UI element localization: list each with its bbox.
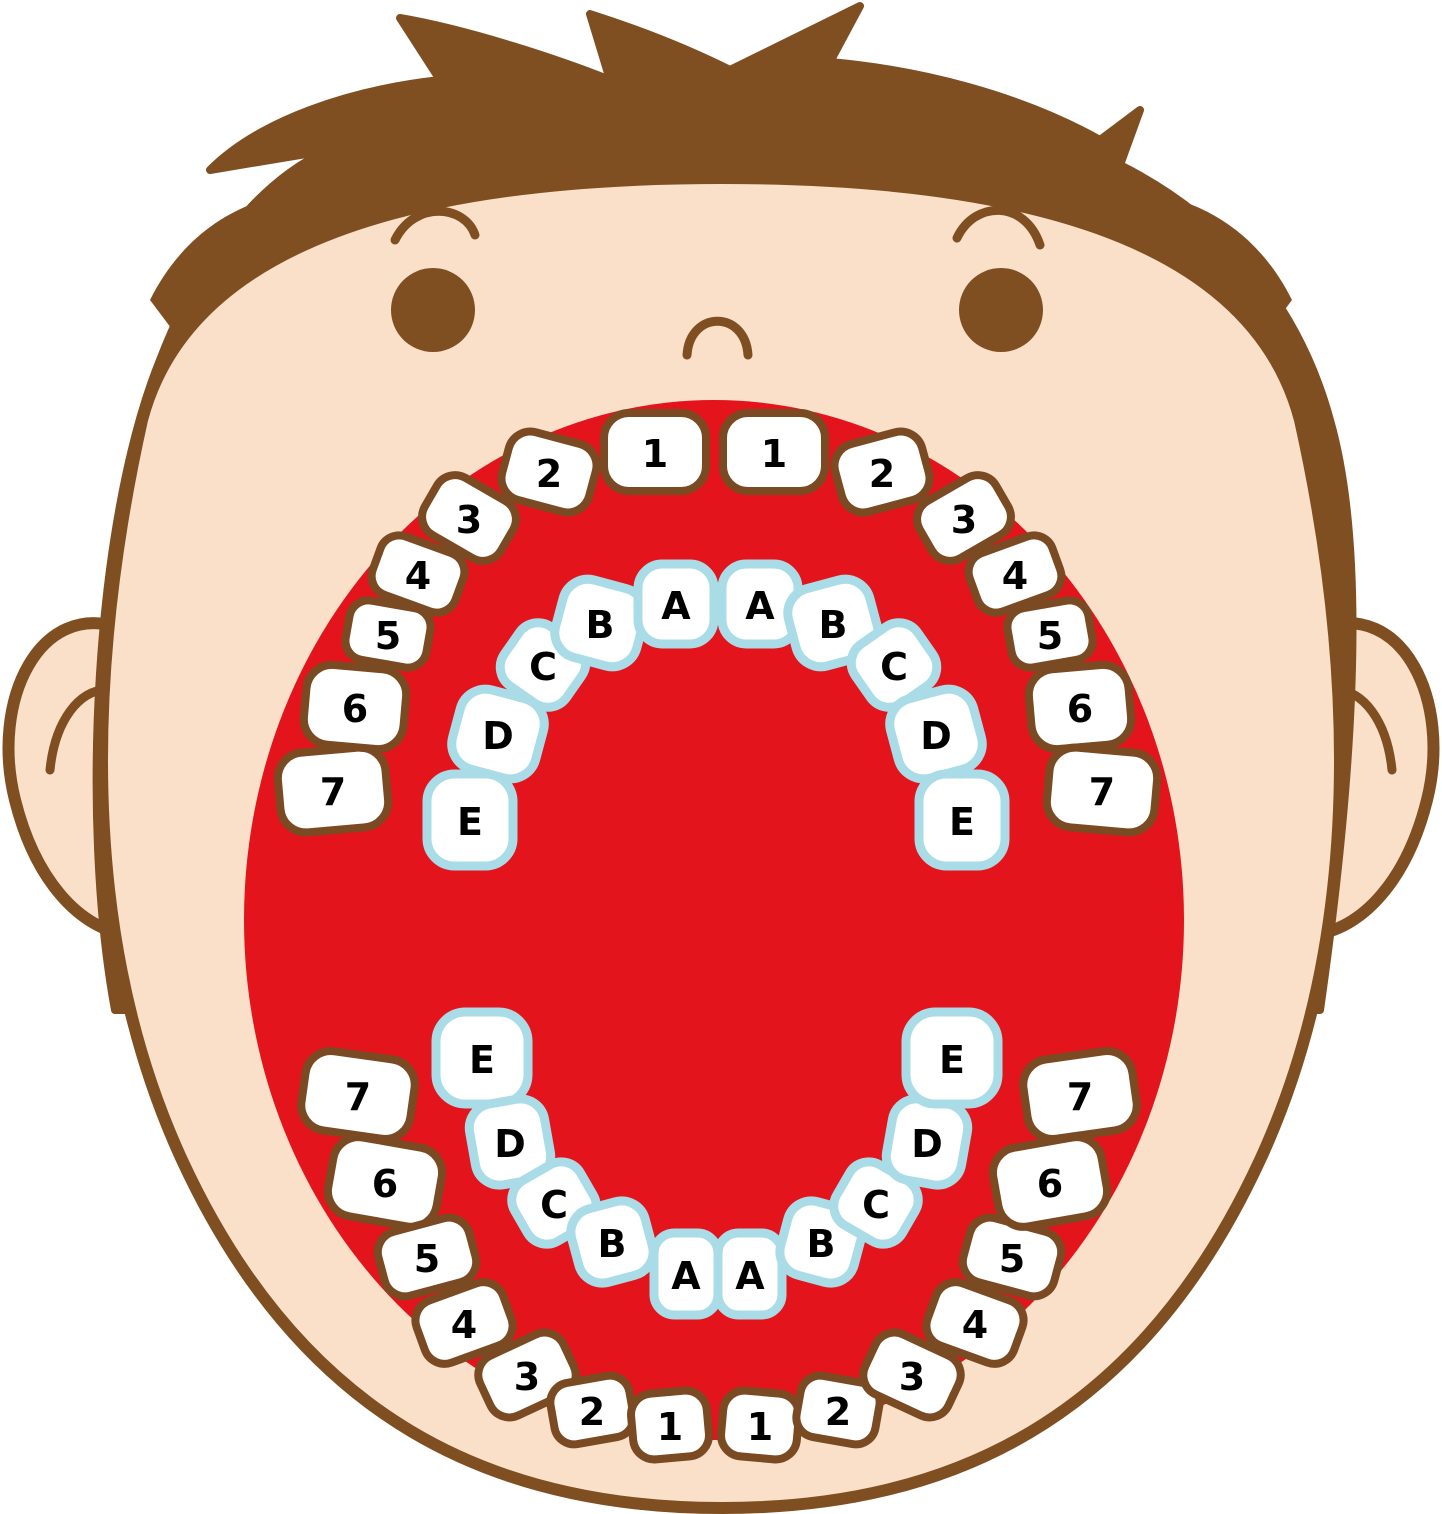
- tooth-label: B: [807, 1222, 836, 1266]
- tooth-label: 4: [451, 1303, 477, 1347]
- tooth-label: 7: [345, 1075, 371, 1119]
- permanent-tooth-upper-right-5[interactable]: 5: [1004, 597, 1095, 670]
- right-eye: [959, 268, 1043, 352]
- primary-tooth-upper-right-e[interactable]: E: [919, 774, 1005, 866]
- tooth-label: C: [540, 1183, 568, 1227]
- primary-tooth-lower-right-e[interactable]: E: [906, 1012, 998, 1104]
- tooth-label: E: [457, 800, 483, 844]
- tooth-label: 6: [1037, 1162, 1063, 1206]
- tooth-label: A: [661, 584, 691, 628]
- permanent-tooth-upper-right-1[interactable]: 1: [723, 413, 825, 491]
- permanent-tooth-upper-left-1[interactable]: 1: [604, 413, 706, 491]
- tooth-label: 3: [456, 498, 482, 542]
- tooth-label: 2: [825, 1390, 851, 1434]
- primary-tooth-upper-left-e[interactable]: E: [427, 774, 513, 866]
- tooth-label: D: [920, 714, 952, 758]
- tooth-label: C: [880, 645, 908, 689]
- tooth-label: D: [494, 1122, 526, 1166]
- primary-tooth-lower-left-a[interactable]: A: [654, 1233, 718, 1315]
- tooth-label: C: [862, 1183, 890, 1227]
- permanent-tooth-upper-left-7[interactable]: 7: [276, 745, 391, 834]
- tooth-label: 7: [1067, 1075, 1093, 1119]
- tooth-label: B: [598, 1222, 627, 1266]
- primary-tooth-lower-right-a[interactable]: A: [718, 1233, 782, 1315]
- tooth-label: 5: [414, 1237, 440, 1281]
- tooth-label: 1: [761, 432, 787, 476]
- tooth-label: 6: [372, 1162, 398, 1206]
- tooth-label: 4: [962, 1303, 988, 1347]
- tooth-label: 5: [1037, 614, 1063, 658]
- permanent-tooth-upper-left-6[interactable]: 6: [302, 663, 409, 751]
- tooth-label: 6: [342, 687, 368, 731]
- left-eye: [391, 268, 475, 352]
- primary-tooth-lower-left-b[interactable]: B: [565, 1195, 658, 1288]
- tooth-label: 2: [579, 1390, 605, 1434]
- permanent-tooth-lower-right-7[interactable]: 7: [1020, 1048, 1140, 1143]
- tooth-label: D: [482, 714, 514, 758]
- tooth-label: A: [671, 1254, 701, 1298]
- tooth-label: 2: [869, 452, 895, 496]
- tooth-label: 3: [899, 1355, 925, 1399]
- primary-tooth-lower-left-e[interactable]: E: [436, 1012, 528, 1104]
- tooth-label: B: [586, 603, 615, 647]
- tooth-label: D: [911, 1122, 943, 1166]
- permanent-tooth-upper-right-7[interactable]: 7: [1045, 745, 1160, 834]
- tooth-label: 4: [1002, 554, 1028, 598]
- tooth-label: 1: [642, 432, 668, 476]
- permanent-tooth-lower-left-7[interactable]: 7: [298, 1048, 418, 1143]
- permanent-tooth-lower-left-2[interactable]: 2: [547, 1373, 637, 1448]
- permanent-tooth-upper-right-6[interactable]: 6: [1027, 663, 1134, 751]
- tooth-label: 2: [536, 452, 562, 496]
- tooth-label: 5: [999, 1237, 1025, 1281]
- primary-tooth-lower-right-d[interactable]: D: [882, 1095, 971, 1189]
- tooth-label: 1: [747, 1405, 773, 1449]
- permanent-tooth-lower-left-1[interactable]: 1: [629, 1389, 710, 1461]
- tooth-label: E: [469, 1038, 495, 1082]
- tooth-label: E: [949, 800, 975, 844]
- tooth-label: 1: [657, 1405, 683, 1449]
- tooth-label: 3: [514, 1355, 540, 1399]
- primary-tooth-upper-left-a[interactable]: A: [638, 564, 714, 644]
- permanent-tooth-lower-left-6[interactable]: 6: [324, 1133, 446, 1231]
- tooth-label: 6: [1067, 687, 1093, 731]
- tooth-label: B: [819, 603, 848, 647]
- tooth-label: E: [939, 1038, 965, 1082]
- tooth-label: A: [745, 584, 775, 628]
- tooth-label: 7: [320, 770, 346, 814]
- tooth-label: C: [529, 645, 557, 689]
- permanent-tooth-lower-right-1[interactable]: 1: [719, 1389, 800, 1461]
- tooth-label: A: [735, 1254, 765, 1298]
- tooth-label: 7: [1089, 770, 1115, 814]
- permanent-tooth-lower-right-6[interactable]: 6: [989, 1133, 1111, 1231]
- tooth-label: 3: [951, 498, 977, 542]
- tooth-label: 5: [375, 614, 401, 658]
- tooth-label: 4: [405, 554, 431, 598]
